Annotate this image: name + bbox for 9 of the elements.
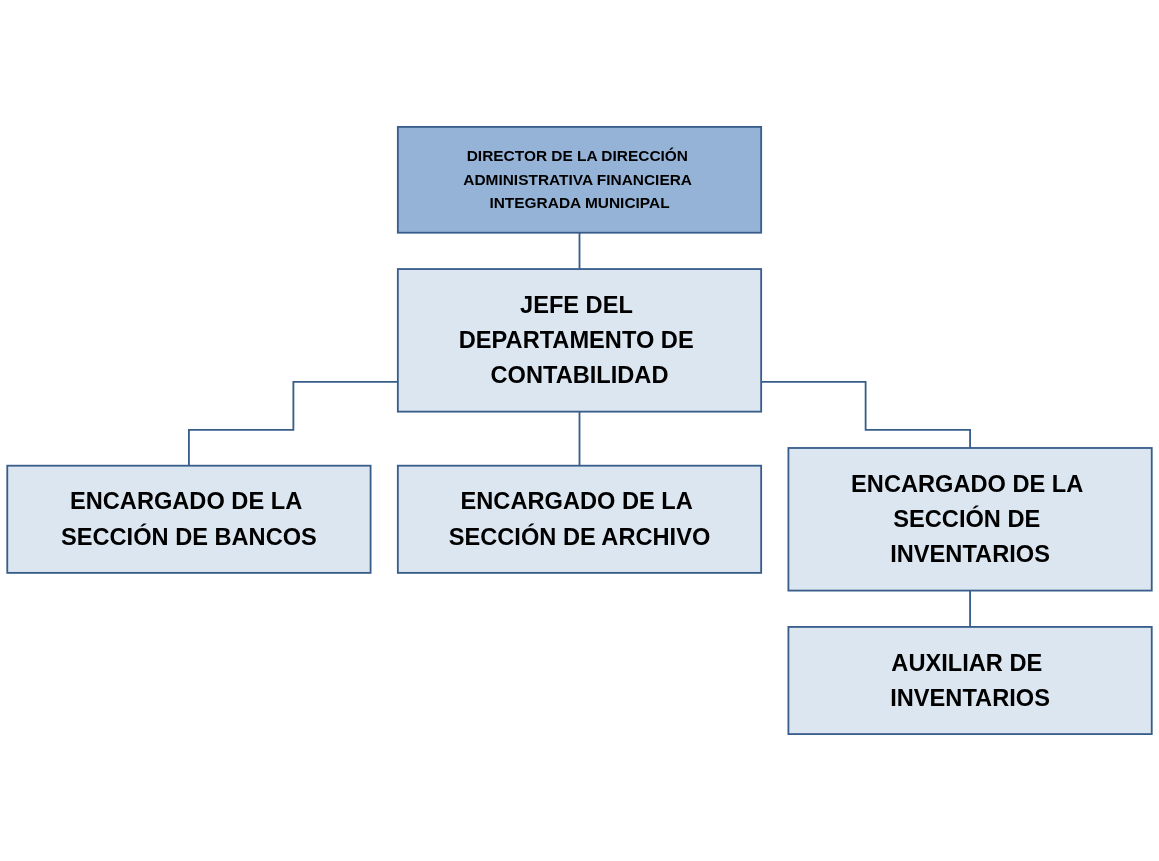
connector [969, 589, 971, 628]
node-box: AUXILIAR DE INVENTARIOS [787, 626, 1153, 735]
node-box: ENCARGADO DE LA SECCIÓN DE ARCHIVO [396, 464, 763, 574]
node-box: DIRECTOR DE LA DIRECCIÓN ADMINISTRATIVA FINANCIERA INTEGRADA MUNICIPAL [396, 126, 763, 234]
node-box: ENCARGADO DE LA SECCIÓN DE INVENTARIOS [787, 447, 1153, 592]
connector [578, 410, 581, 467]
node-box: ENCARGADO DE LA SECCIÓN DE BANCOS [6, 464, 372, 574]
connector [578, 231, 581, 270]
node-box: JEFE DEL DEPARTAMENTO DE CONTABILIDAD [396, 268, 763, 413]
